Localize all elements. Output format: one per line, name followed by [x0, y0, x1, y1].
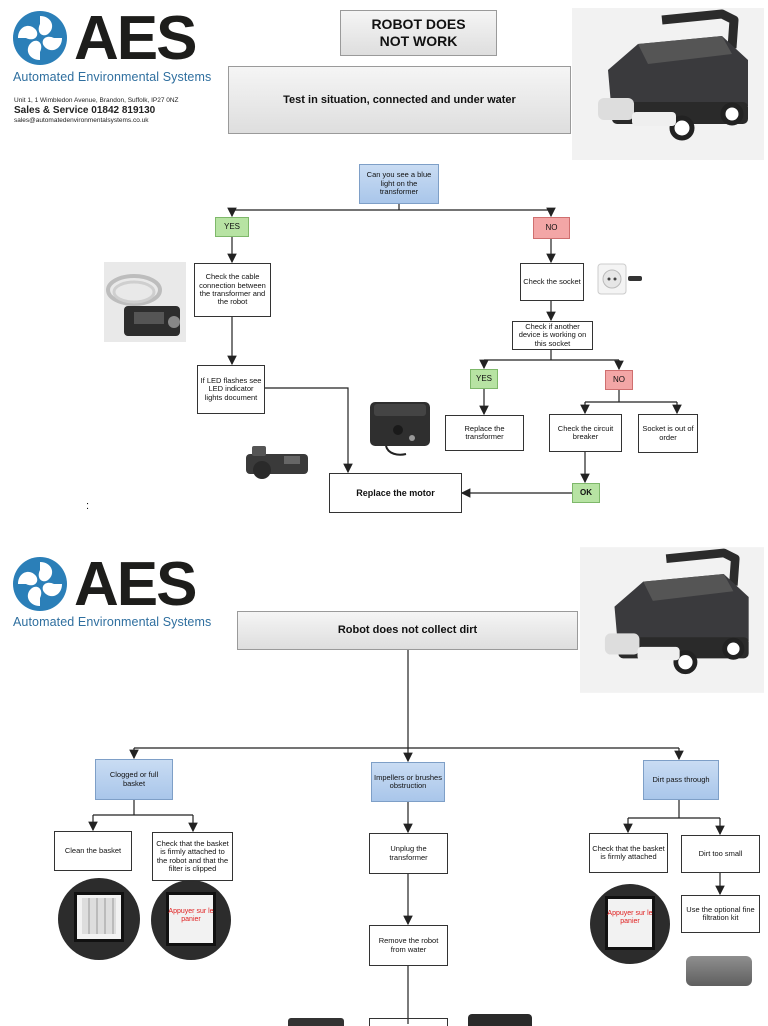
pool-robot-image — [572, 8, 764, 160]
impellers-box: Impellers or brushes obstruction — [371, 762, 445, 802]
unplug-box: Unplug the transformer — [369, 833, 448, 874]
partial-image-1 — [288, 1018, 344, 1026]
yes-badge-2: YES — [470, 369, 498, 389]
aes-logo-swirl-icon-2 — [13, 557, 67, 611]
photo-label-1: Appuyer sur le panier — [168, 908, 214, 923]
logo-wordmark-2: AES — [74, 550, 197, 619]
motor-connector-image — [246, 446, 308, 479]
clogged-basket-box: Clogged or full basket — [95, 759, 173, 800]
address: Unit 1, 1 Wimbledon Avenue, Brandon, Suf… — [14, 97, 179, 104]
aes-logo-swirl-icon — [13, 11, 67, 65]
partial-box — [369, 1018, 448, 1026]
transformer-box-image — [370, 402, 430, 456]
logo-wordmark: AES — [74, 4, 197, 73]
yes-badge: YES — [215, 217, 249, 237]
cable-connection-image — [104, 262, 186, 342]
email: sales@automatedenvironmentalsystems.co.u… — [14, 117, 149, 124]
logo-tagline-2: Automated Environmental Systems — [13, 615, 212, 629]
fine-filtration-box: Use the optional fine filtration kit — [681, 895, 760, 933]
check-breaker-box: Check the circuit breaker — [549, 414, 622, 452]
led-flashes-box: If LED flashes see LED indicator lights … — [197, 365, 265, 414]
stray-colon: : — [86, 500, 90, 512]
clean-basket-box: Clean the basket — [54, 831, 132, 871]
partial-image-2 — [468, 1014, 532, 1026]
page-2-title: Robot does not collect dirt — [237, 611, 578, 650]
test-instruction: Test in situation, connected and under w… — [228, 66, 571, 134]
check-cable-box: Check the cable connection between the t… — [194, 263, 271, 317]
dirt-pass-box: Dirt pass through — [643, 760, 719, 800]
check-device-box: Check if another device is working on th… — [512, 321, 593, 350]
replace-transformer-box: Replace the transformer — [445, 415, 524, 451]
check-socket-box: Check the socket — [520, 263, 584, 301]
socket-out-box: Socket is out of order — [638, 414, 698, 453]
filtration-kit-image — [686, 956, 752, 986]
ok-badge: OK — [572, 483, 600, 503]
remove-robot-box: Remove the robot from water — [369, 925, 448, 966]
page-title: ROBOT DOES NOT WORK — [340, 10, 497, 56]
no-badge-2: NO — [605, 370, 633, 390]
pool-robot-image-2 — [580, 547, 764, 693]
check-basket-firm-box: Check that the basket is firmly attached — [589, 833, 668, 873]
basket-photo-3: Appuyer sur le panier — [590, 884, 670, 964]
replace-motor-box: Replace the motor — [329, 473, 462, 513]
check-basket-attached-box: Check that the basket is firmly attached… — [152, 832, 233, 881]
photo-label-2: Appuyer sur le panier — [607, 910, 653, 925]
phone: Sales & Service 01842 819130 — [14, 105, 156, 116]
question-blue-light: Can you see a blue light on the transfor… — [359, 164, 439, 204]
no-badge: NO — [533, 217, 570, 239]
wall-socket-image — [597, 263, 642, 295]
basket-photo-1 — [58, 878, 140, 960]
flowchart-connectors-1 — [227, 204, 682, 498]
basket-photo-2: Appuyer sur le panier — [151, 880, 231, 960]
logo-tagline: Automated Environmental Systems — [13, 70, 212, 84]
dirt-small-box: Dirt too small — [681, 835, 760, 873]
